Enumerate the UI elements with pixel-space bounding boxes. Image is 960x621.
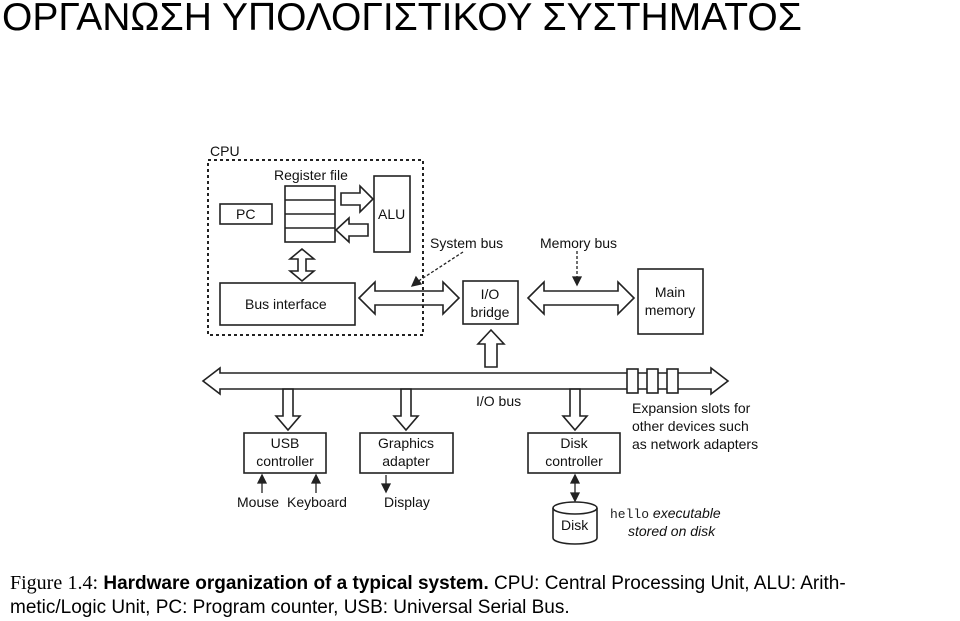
cpu-box — [207, 159, 424, 336]
io-bridge-label-2: bridge — [471, 304, 510, 320]
register-bus-arrow — [287, 247, 317, 283]
hello-executable: executable — [649, 505, 721, 521]
graphics-label-2: adapter — [382, 453, 430, 469]
display-label: Display — [384, 494, 430, 510]
caption-figure-word: Figure — [10, 572, 63, 594]
caption-figure-number: 1.4: — [67, 572, 99, 594]
pc-register — [219, 203, 273, 225]
io-bridge-label-1: I/O — [481, 286, 500, 302]
bridge-to-iobus-arrow — [476, 328, 506, 368]
expansion-label-3: as network adapters — [632, 436, 758, 452]
iobus-to-usb-arrow — [274, 388, 302, 432]
hello-note-line-2: stored on disk — [628, 523, 716, 539]
io-bus-arrow — [201, 366, 730, 396]
expansion-label-1: Expansion slots for — [632, 400, 751, 416]
alu-box — [373, 175, 411, 253]
io-bridge-box — [462, 280, 519, 325]
io-bus-label: I/O bus — [476, 393, 521, 409]
bus-interface-box — [219, 282, 356, 326]
iobus-to-disk-arrow — [561, 388, 589, 432]
register-to-alu-arrow — [340, 184, 375, 214]
memory-bus-arrow — [526, 280, 636, 316]
disk-label: Disk — [561, 517, 589, 533]
disk-cylinder — [552, 508, 598, 545]
disk-controller-label-1: Disk — [560, 435, 588, 451]
main-memory-box — [637, 268, 704, 335]
usb-label-1: USB — [271, 435, 300, 451]
hello-note-line-1: hello executable — [610, 505, 721, 522]
system-bus-label: System bus — [430, 235, 503, 251]
main-memory-label-1: Main — [655, 284, 685, 300]
keyboard-label: Keyboard — [287, 494, 347, 510]
main-memory-label-2: memory — [645, 302, 696, 318]
page-title: ΟΡΓΑΝΩΣΗ ΥΠΟΛΟΓΙΣΤΙΚΟΥ ΣΥΣΤΗΜΑΤΟΣ — [2, 0, 802, 39]
graphics-label-1: Graphics — [378, 435, 434, 451]
expansion-slot-1 — [626, 368, 639, 394]
hardware-diagram: CPU Register file PC ALU Bus interface S… — [201, 143, 758, 545]
bus-interface-label: Bus interface — [245, 296, 327, 312]
alu-label: ALU — [378, 206, 405, 222]
expansion-slot-2 — [646, 368, 659, 394]
graphics-adapter-box — [359, 432, 454, 474]
memory-bus-label: Memory bus — [540, 235, 617, 251]
usb-label-2: controller — [256, 453, 314, 469]
pc-label: PC — [236, 206, 255, 222]
disk-controller-label-2: controller — [545, 453, 603, 469]
system-bus-arrow — [357, 280, 461, 316]
cpu-label: CPU — [210, 143, 240, 159]
hello-code: hello — [610, 507, 649, 522]
caption-line1-rest: CPU: Central Processing Unit, ALU: Arith… — [494, 573, 846, 594]
mouse-label: Mouse — [237, 494, 279, 510]
caption-bold-text: Hardware organization of a typical syste… — [103, 573, 489, 594]
alu-to-register-arrow — [334, 216, 369, 244]
disk-controller-box — [527, 432, 621, 474]
iobus-to-graphics-arrow — [392, 388, 420, 432]
usb-controller-box — [243, 432, 327, 474]
register-file-label: Register file — [274, 167, 348, 183]
system-bus-pointer — [416, 251, 464, 283]
expansion-label-2: other devices such — [632, 418, 749, 434]
caption-line2: metic/Logic Unit, PC: Program counter, U… — [10, 597, 570, 618]
expansion-slot-3 — [666, 368, 679, 394]
figure-caption: Figure 1.4: Hardware organization of a t… — [10, 571, 955, 620]
